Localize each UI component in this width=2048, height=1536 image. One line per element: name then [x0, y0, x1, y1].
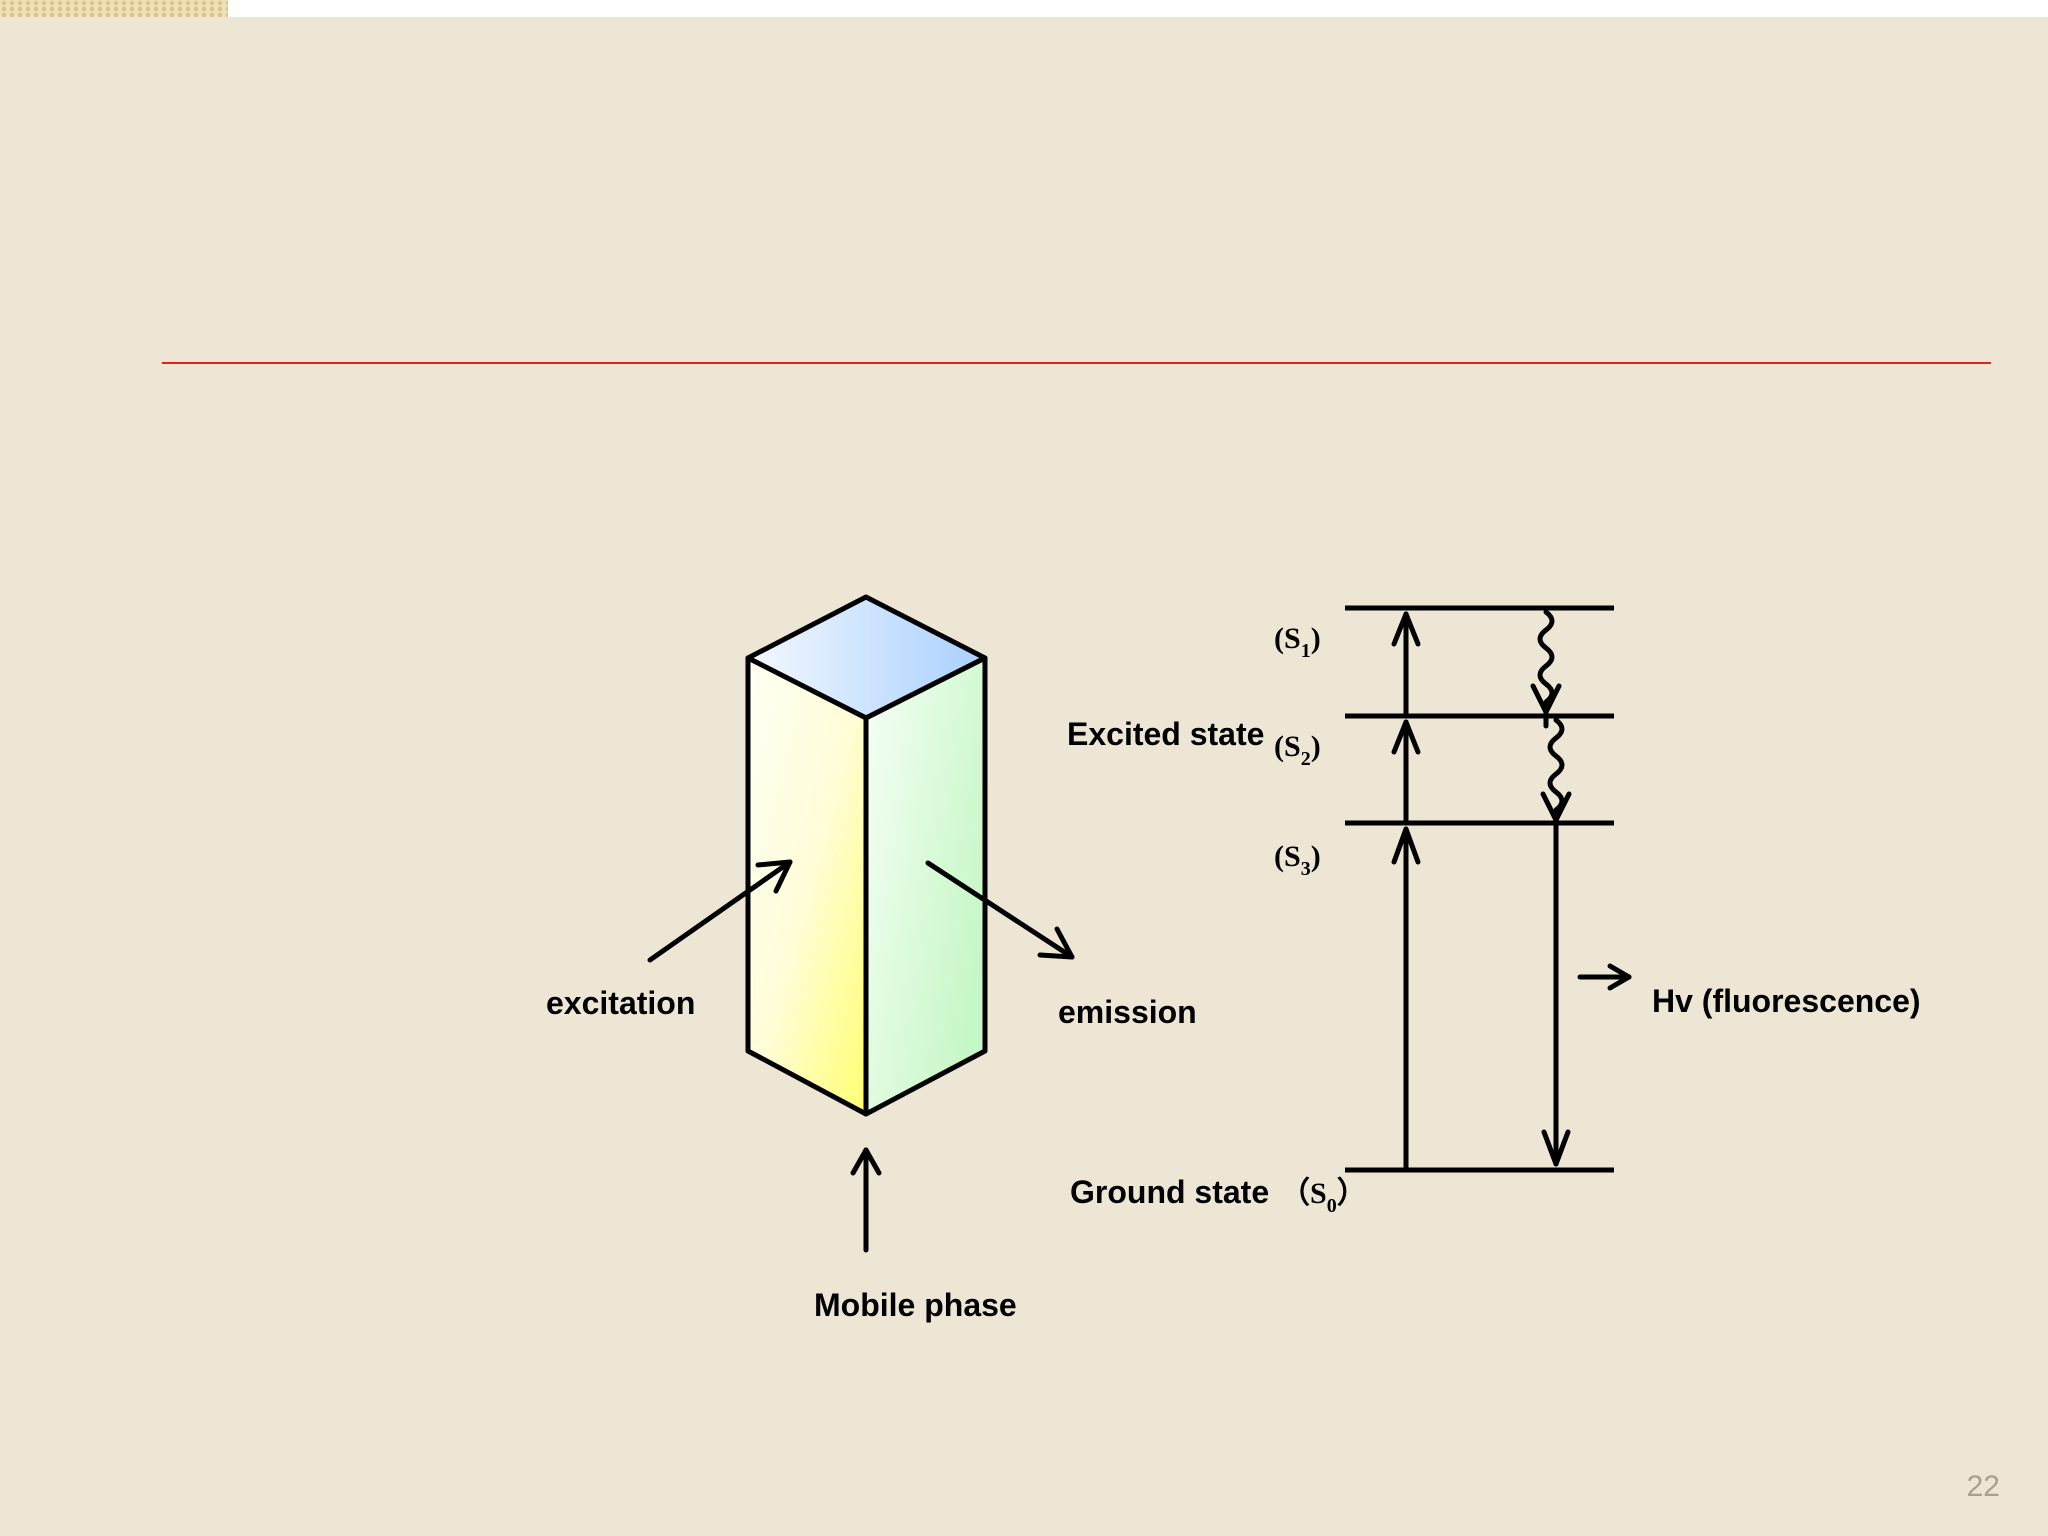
mobile-phase-arrow — [850, 1147, 882, 1253]
energy-levels — [1345, 605, 1614, 1173]
excited-state-label: Excited state — [1067, 716, 1264, 752]
s0-label: （S0） — [1280, 1176, 1367, 1217]
mobile-phase-label: Mobile phase — [814, 1287, 1017, 1323]
corner-pattern-decoration — [0, 0, 228, 17]
fluorescence-label: Hv (fluorescence) — [1652, 983, 1921, 1019]
top-band — [0, 0, 2048, 17]
fluorescence-emission-arrow — [1541, 820, 1571, 1167]
relaxation-wavy-arrows — [1530, 609, 1572, 823]
ground-state-label: Ground state — [1070, 1174, 1269, 1210]
excitation-label: excitation — [546, 985, 695, 1021]
emission-label: emission — [1058, 994, 1197, 1030]
cell-left-face — [745, 655, 869, 1117]
hv-arrow — [1577, 963, 1632, 991]
emission-arrow — [925, 860, 1075, 960]
title-divider-line — [162, 362, 1991, 364]
absorption-arrows — [1391, 611, 1421, 1173]
cell-right-face — [863, 655, 988, 1117]
page-number: 22 — [1966, 1470, 2000, 1503]
s3-label: (S3) — [1274, 840, 1321, 880]
s1-label: (S1) — [1274, 622, 1321, 662]
s2-label: (S2) — [1274, 730, 1321, 770]
flow-cell — [745, 594, 988, 1117]
excitation-arrow — [647, 859, 793, 963]
